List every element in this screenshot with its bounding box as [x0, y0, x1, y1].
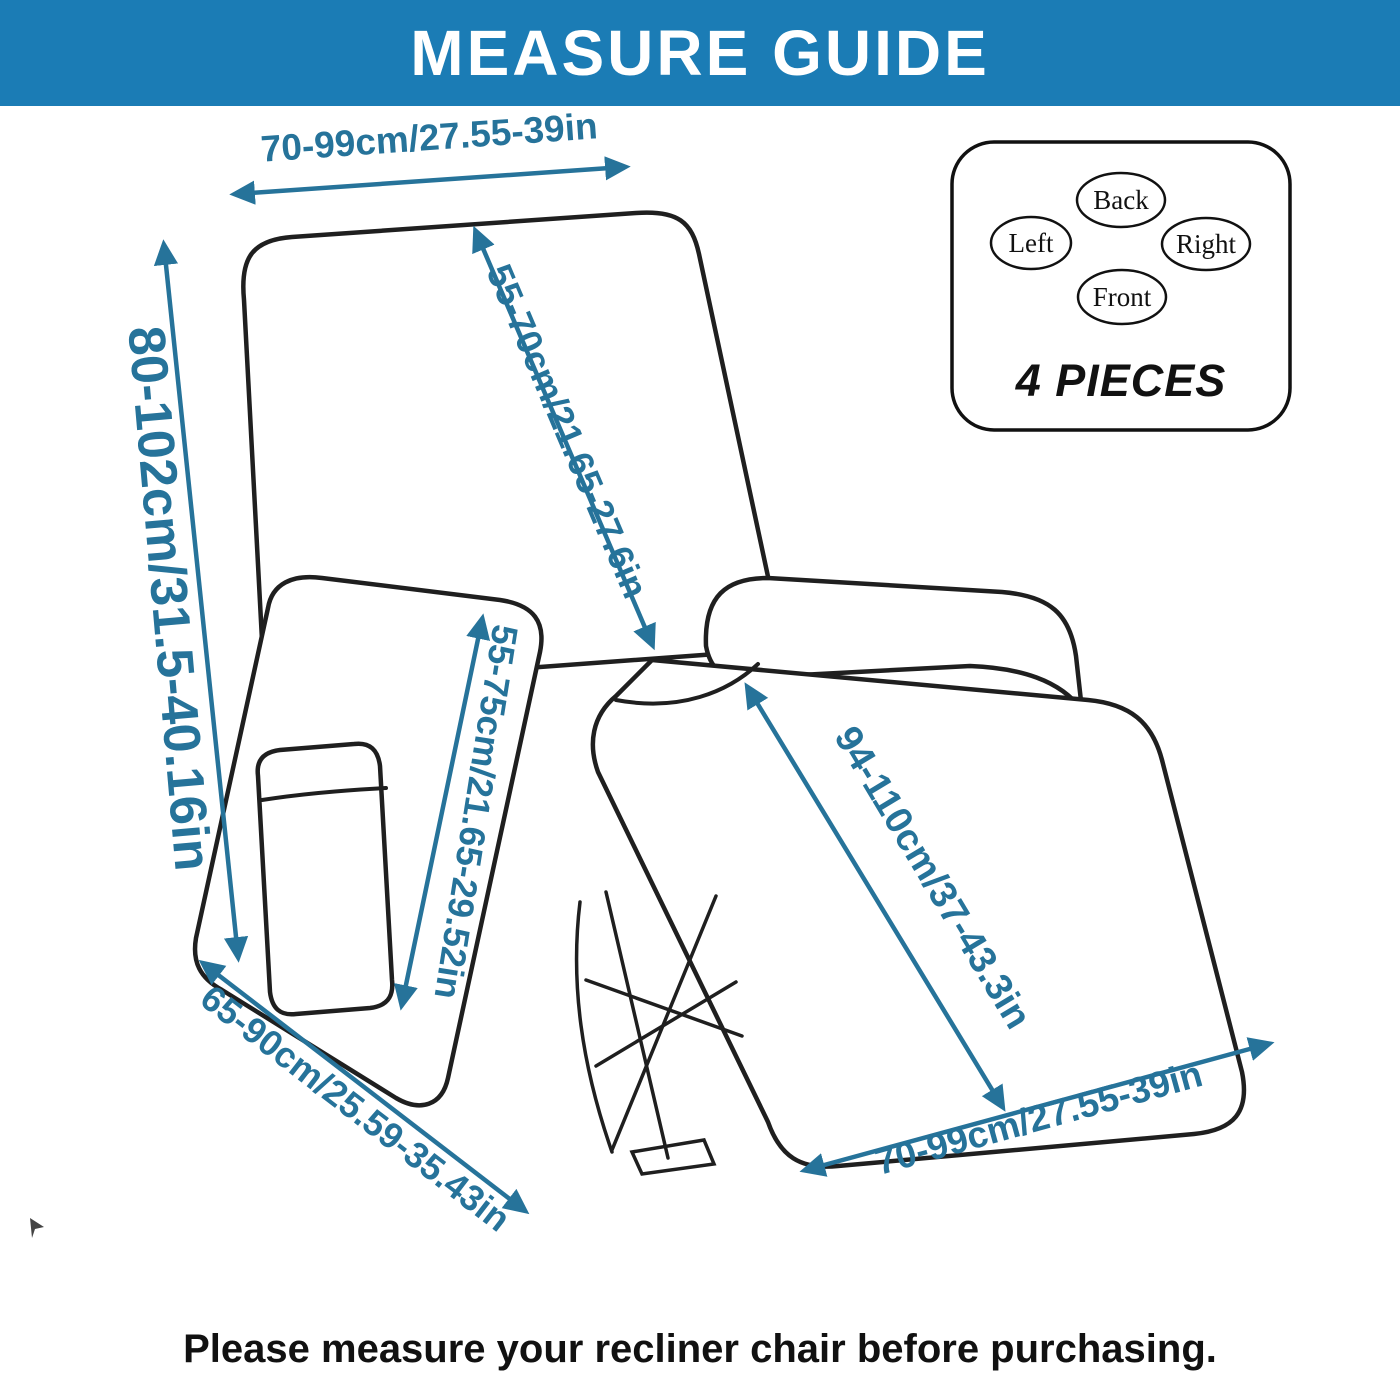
label-top-width: 70-99cm/27.55-39in — [259, 105, 598, 169]
pieces-box: Back Left Right Front 4 PIECES — [950, 140, 1292, 432]
piece-left-label: Left — [1009, 228, 1054, 258]
piece-left-oval — [989, 215, 1073, 271]
arrow-top-width — [229, 156, 631, 205]
recliner-mechanism — [574, 890, 744, 1176]
measurement-arrows — [153, 156, 1275, 1215]
piece-back-oval — [1075, 171, 1167, 229]
stray-mark — [30, 1218, 44, 1238]
footrest-seam — [614, 662, 760, 706]
arrow-footrest-length — [744, 682, 1006, 1112]
page-title: MEASURE GUIDE — [410, 17, 990, 89]
piece-right-label: Right — [1176, 229, 1237, 259]
piece-back-label: Back — [1093, 185, 1149, 215]
pieces-count-label: 4 PIECES — [1015, 355, 1227, 406]
arrow-footrest-width — [799, 1037, 1275, 1177]
side-pocket-flap — [260, 786, 388, 802]
piece-front-label: Front — [1093, 282, 1152, 312]
label-back-height: 80-102cm/31.5-40.16in — [116, 324, 221, 873]
arrow-seat-back-height — [393, 613, 491, 1011]
arrow-base-depth — [198, 959, 530, 1215]
piece-right-oval — [1160, 216, 1252, 272]
header-banner: MEASURE GUIDE — [0, 0, 1400, 106]
side-pocket — [255, 741, 395, 1017]
arrow-back-height — [153, 239, 249, 963]
piece-front-oval — [1076, 268, 1168, 326]
footer-note: Please measure your recliner chair befor… — [183, 1327, 1217, 1371]
arrow-backrest-diagonal — [472, 225, 656, 651]
